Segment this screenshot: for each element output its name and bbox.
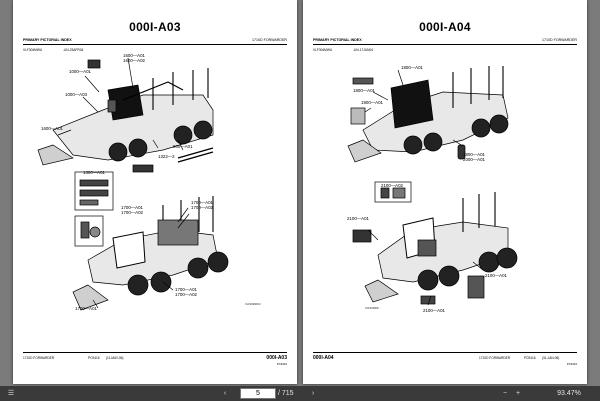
model-header: 1710D FORWARDER — [542, 38, 577, 42]
forwarder-illustration-right — [347, 66, 518, 306]
part-label[interactable]: 1800—A01 — [353, 88, 375, 93]
document-page-right: 000I-A04 PRIMARY PICTORIAL INDEX 1710D F… — [303, 0, 587, 384]
section-title: PRIMARY PICTORIAL INDEX — [313, 38, 362, 42]
part-label[interactable]: 900—A01 — [173, 144, 193, 149]
page-code: 000I-A04 — [419, 20, 471, 34]
part-label[interactable]: 2100—A01 — [423, 308, 445, 313]
viewer-toolbar: ☰ ‹ 5 / 715 › − + 93.47% — [0, 386, 600, 401]
figure-ref-date: -UN-23APR04 — [63, 48, 84, 52]
part-label[interactable]: 1700—A02 — [121, 210, 143, 215]
header-rule — [23, 44, 287, 45]
menu-icon[interactable]: ☰ — [7, 390, 15, 397]
footer-pc: PC9416 — [88, 356, 100, 360]
part-label[interactable]: 1000—A03 — [65, 92, 87, 97]
page-number-input[interactable]: 5 — [240, 388, 276, 399]
footer-pc: PC9416 — [524, 356, 536, 360]
prev-page-icon[interactable]: ‹ — [223, 390, 227, 397]
footer-model: 1710D FORWARDER — [479, 356, 510, 360]
header-rule — [313, 44, 577, 45]
part-label[interactable]: 1700—A01 — [175, 287, 197, 292]
part-label[interactable]: 1000—A01 — [69, 69, 91, 74]
part-label[interactable]: 2000—A01 — [463, 157, 485, 162]
figure-id: VLF304MWU — [245, 303, 261, 306]
zoom-out-icon[interactable]: − — [502, 390, 508, 397]
part-label[interactable]: 1700—A02 — [191, 205, 213, 210]
figure-ref: VLF304MWU — [23, 48, 43, 52]
part-label[interactable]: 1700—A02 — [175, 292, 197, 297]
figure-id: VLF304MW — [365, 307, 379, 310]
part-label[interactable]: 1600—A02 — [123, 58, 145, 63]
forwarder-illustration-left — [37, 57, 229, 311]
footer-date: (11-MAY-06) — [106, 356, 124, 360]
next-page-icon[interactable]: › — [311, 390, 315, 397]
zoom-in-icon[interactable]: + — [515, 390, 521, 397]
footer-sub: PC9416 — [276, 362, 287, 366]
part-label[interactable]: 1300—A01 — [83, 170, 105, 175]
footer-sub: PC9416 — [566, 362, 577, 366]
part-label[interactable]: 1800—A01 — [463, 152, 485, 157]
footer-code: 000I-A04 — [313, 355, 334, 361]
footer-date: (31-JAN-06) — [542, 356, 560, 360]
zoom-level[interactable]: 93.47% — [557, 390, 581, 397]
page-code: 000I-A03 — [129, 20, 181, 34]
part-label[interactable]: 1600—A01 — [123, 53, 145, 58]
part-label[interactable]: 1900—A01 — [361, 100, 383, 105]
part-label[interactable]: 2100—A02 — [381, 183, 403, 188]
footer-rule — [23, 352, 287, 353]
figure-ref: VLF304MWU — [313, 48, 333, 52]
figure-ref-date: -UN-17JUN04 — [353, 48, 374, 52]
part-label[interactable]: 1700—A01 — [121, 205, 143, 210]
part-label[interactable]: 2100—A01 — [347, 216, 369, 221]
footer-model: 1710D FORWARDER — [23, 356, 54, 360]
part-label[interactable]: 1322—2 — [158, 154, 175, 159]
part-label[interactable]: 2100—A01 — [485, 273, 507, 278]
page-total: / 715 — [278, 390, 294, 397]
part-label[interactable]: 1600—A01 — [41, 126, 63, 131]
footer-code: 000I-A03 — [266, 355, 287, 361]
document-page-left: 000I-A03 PRIMARY PICTORIAL INDEX 1710D F… — [13, 0, 297, 384]
part-label[interactable]: 1700—A01 — [75, 306, 97, 311]
part-label[interactable]: 1800—A01 — [401, 65, 423, 70]
model-header: 1710D FORWARDER — [252, 38, 287, 42]
part-label[interactable]: 1700—A01 — [191, 200, 213, 205]
footer-rule — [313, 352, 577, 353]
section-title: PRIMARY PICTORIAL INDEX — [23, 38, 72, 42]
